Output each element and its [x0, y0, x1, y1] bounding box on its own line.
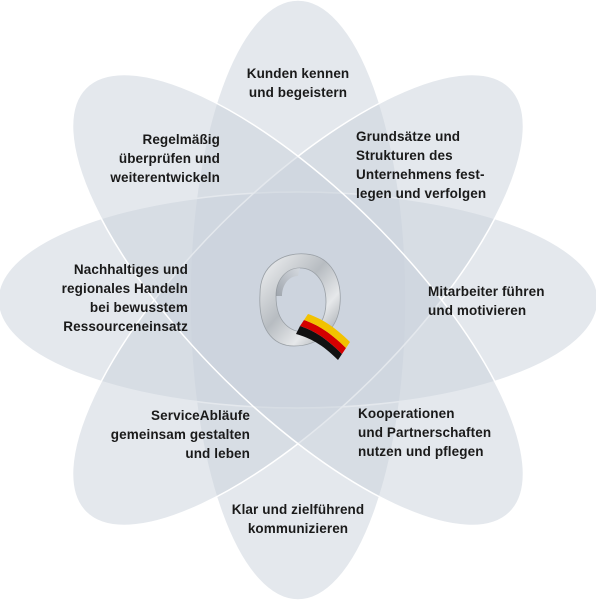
petal-label-bottom-right: Kooperationen und Partnerschaften nutzen… — [358, 406, 492, 459]
petal-label-bottom-left: ServiceAbläufe gemeinsam gestalten und l… — [110, 408, 250, 461]
petal-label-left: Nachhaltiges und regionales Handeln bei … — [61, 262, 188, 334]
petal-label-top-left: Regelmäßig überprüfen und weiterentwicke… — [110, 132, 220, 185]
petal-label-right: Mitarbeiter führen und motivieren — [428, 284, 545, 318]
petal-label-bottom: Klar und zielführend kommunizieren — [231, 502, 365, 536]
q-ring-logo-icon — [259, 253, 350, 360]
petal-diagonal-b — [71, 73, 525, 527]
petal-label-top: Kunden kennen und begeistern — [246, 66, 350, 100]
german-flag-ribbon — [296, 314, 350, 360]
petal-label-top-right: Grundsätze und Strukturen des Unternehme… — [356, 129, 487, 201]
